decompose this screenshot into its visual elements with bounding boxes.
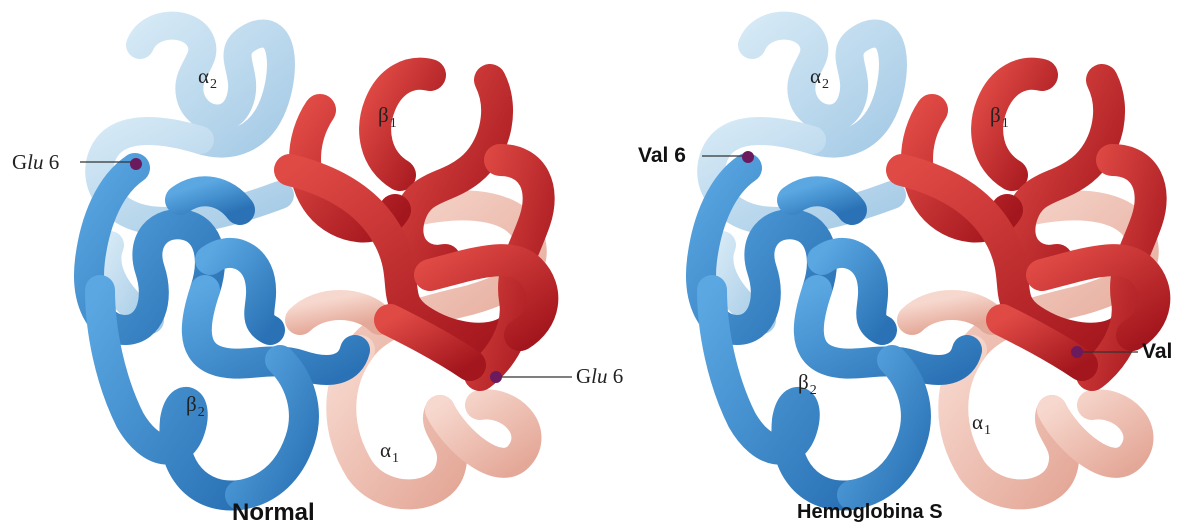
beta1-label: β1 [990,103,1009,128]
val-right-label: Val [1142,340,1172,364]
alpha2-label: α2 [198,64,217,89]
residue-dot [490,371,502,383]
glu6-right-label: Glu 6 [576,364,623,389]
beta2-label: β2 [186,392,205,417]
beta1-label: β1 [378,103,397,128]
normal-caption: Normal [232,499,315,527]
normal-hemoglobin-model [80,26,572,496]
val6-left-label: Val 6 [638,144,686,168]
residue-dot [130,158,142,170]
alpha2-label: α2 [810,64,829,89]
alpha1-label: α1 [380,438,399,463]
beta2-label: β2 [798,370,817,395]
glu6-left-label: Glu 6 [12,150,59,175]
sickle-hemoglobin-model [701,26,1154,496]
residue-dot [1071,346,1083,358]
hemoglobina-s-caption: Hemoglobina S [797,501,943,524]
alpha1-label: α1 [972,410,991,435]
residue-dot [742,151,754,163]
